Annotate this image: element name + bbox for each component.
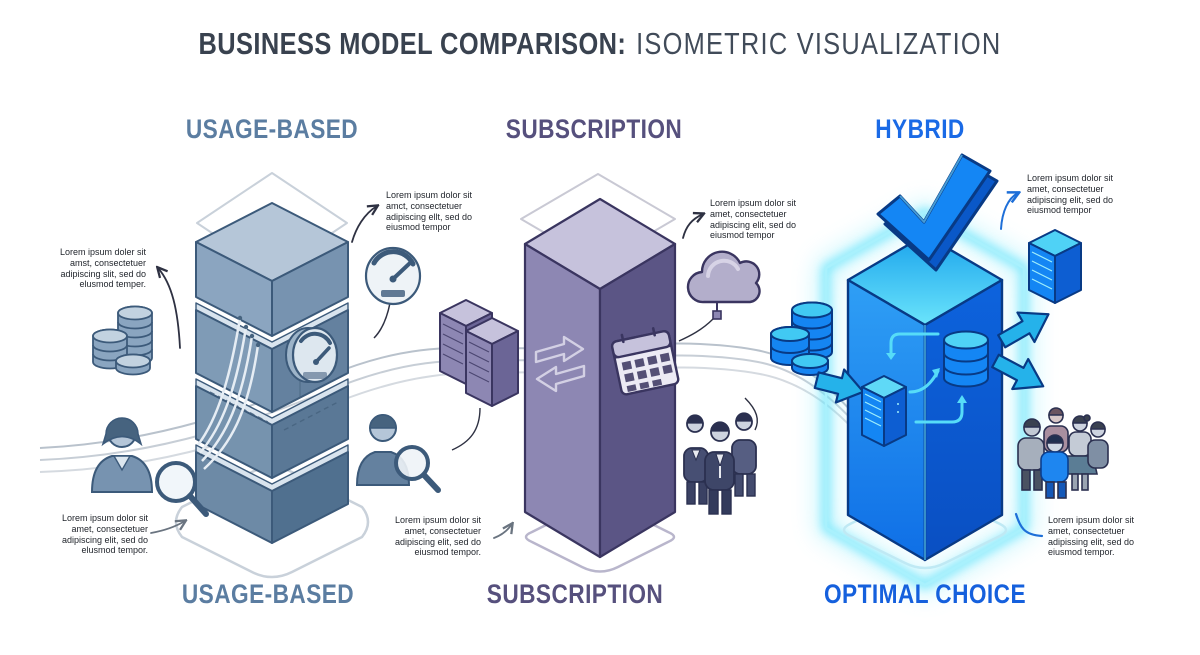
outflow-arrow-down-icon (991, 353, 1045, 391)
user-group-icon (1017, 407, 1109, 499)
analyst-magnifier-left-icon (90, 417, 209, 517)
analyst-magnifier-right-icon (355, 414, 441, 493)
cloud-icon (678, 250, 761, 431)
inflow-arrow-icon (813, 368, 865, 404)
callout-subscription-bottom: Lorem ipsum dolor sit amet, consectetuer… (394, 515, 481, 558)
coin-stack-icon (92, 305, 153, 376)
callout-usage-top: Lorem ipsum doler sit amst, consectetuer… (59, 247, 146, 290)
subscription-footer: SUBSCRIPTION (486, 579, 664, 609)
checkmark-icon (876, 153, 999, 272)
hybrid-header: HYBRID (875, 114, 965, 144)
server-racks-icon (439, 299, 519, 451)
calendar-icon (610, 327, 680, 396)
business-team-icon (683, 412, 757, 515)
database-icon (943, 330, 989, 388)
usage-meter-icon (285, 326, 339, 384)
callout-usage-bottom: Lorem ipsum dolor sit amet, consectetuer… (61, 513, 148, 556)
swap-arrows-icon (534, 335, 586, 393)
blue-coins-icon (770, 301, 833, 376)
small-server-icon (1028, 229, 1082, 304)
cycle-arrows-icon (886, 332, 967, 424)
optimal-choice-footer: OPTIMAL CHOICE (823, 579, 1027, 609)
page-title: BUSINESS MODEL COMPARISON: ISOMETRIC VISU… (108, 26, 1092, 62)
usage-tower (174, 172, 370, 579)
speedometer-icon (364, 246, 422, 339)
usage-based-footer: USAGE-BASED (181, 579, 355, 609)
callout-hybrid-bottom: Lorem ipsum dolor sit amet, consectetuer… (1048, 515, 1135, 558)
callout-subscription-top: Lorem ipsum dolor sit amet, consectetuer… (710, 198, 797, 241)
callout-arrows (150, 193, 1044, 539)
page-title-rest: ISOMETRIC VISUALIZATION (636, 26, 1002, 61)
subscription-tower (520, 173, 677, 573)
subscription-header: SUBSCRIPTION (505, 114, 683, 144)
callout-hybrid-top: Lorem ipsum dolor sit amet, consectetuer… (1027, 173, 1114, 216)
server-icon (861, 375, 907, 447)
page-title-emphasis: BUSINESS MODEL COMPARISON: (198, 26, 627, 61)
usage-based-header: USAGE-BASED (185, 114, 359, 144)
outflow-arrow-up-icon (997, 311, 1050, 349)
callout-usage-mid: Lorem ipsum dolor sit amct, consectetuer… (386, 190, 473, 233)
